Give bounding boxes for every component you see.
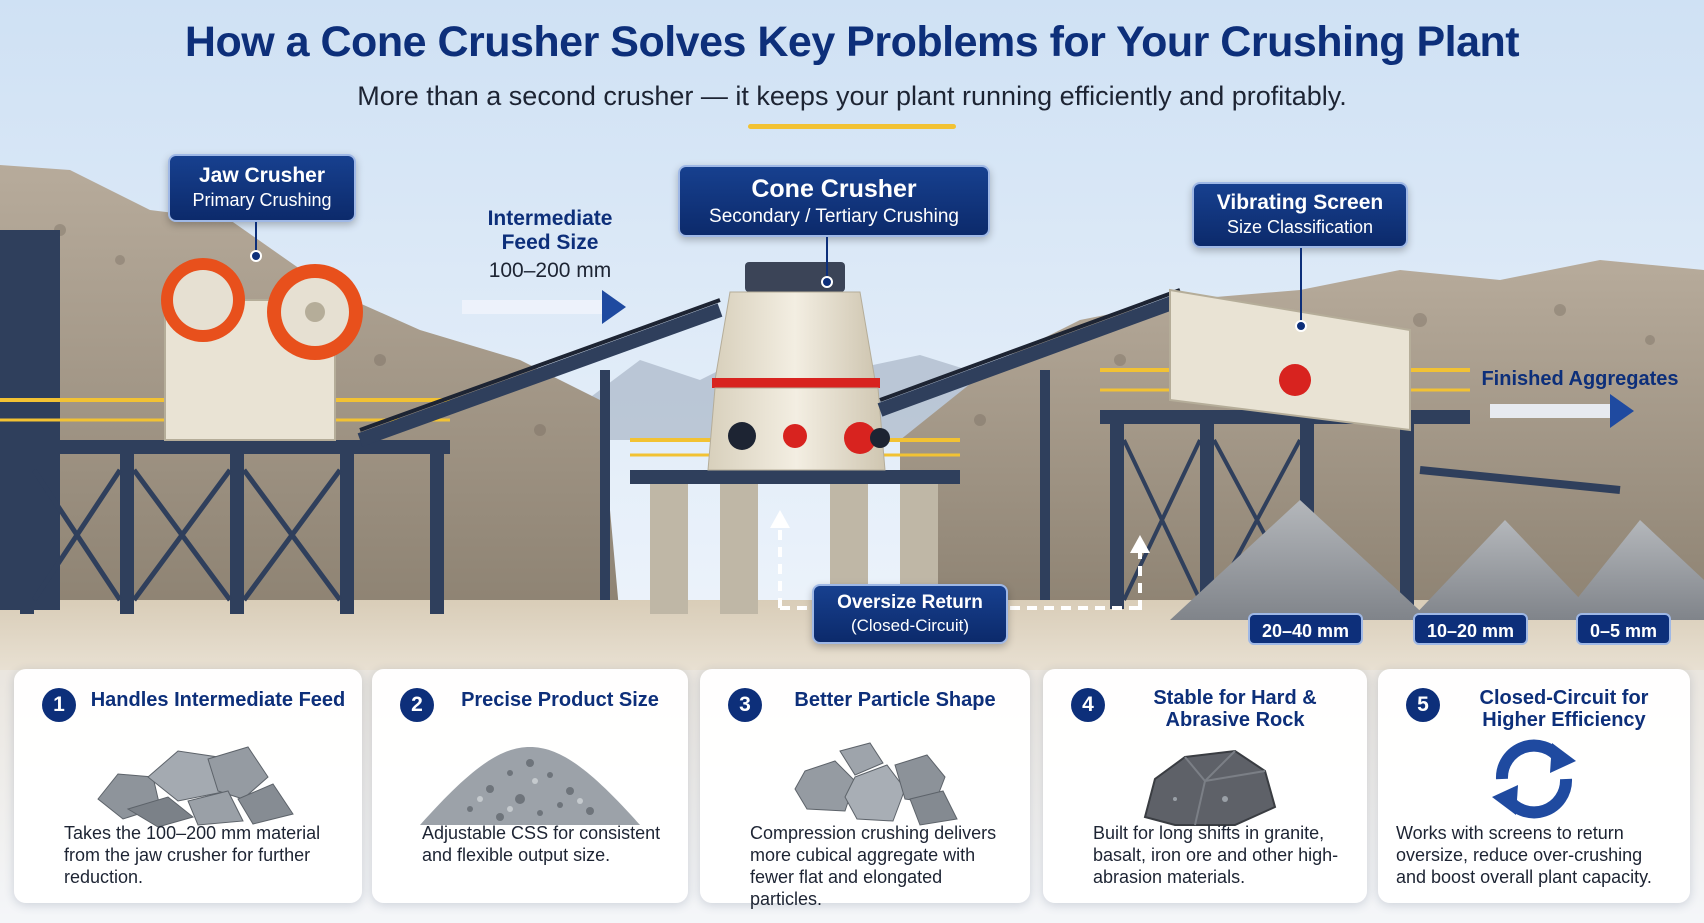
vibrating-screen-callout: Vibrating Screen Size Classification	[1192, 182, 1408, 248]
finished-aggregates-label: Finished Aggregates	[1481, 368, 1679, 390]
feed-flow-arrow	[462, 300, 602, 314]
card-number: 5	[1406, 688, 1440, 722]
card-number: 3	[728, 688, 762, 722]
card-title: Better Particle Shape	[794, 689, 996, 711]
feature-card-4: 4 Stable for Hard & Abrasive Rock Built …	[1043, 669, 1367, 903]
feature-cards: 1 Handles Intermediate Feed Takes the 10…	[14, 669, 1690, 909]
title-accent-line	[748, 124, 956, 129]
feed-label-line-1: Intermediate	[487, 207, 613, 230]
card-description: Compression crushing delivers more cubic…	[750, 823, 997, 909]
cone-pointer-dot	[821, 276, 833, 288]
callout-subtitle: Size Classification	[1226, 217, 1374, 237]
size-badge-20-40: 20–40 mm	[1248, 613, 1364, 645]
feed-arrowhead-icon	[602, 290, 626, 324]
card-description: Built for long shifts in granite, basalt…	[1093, 823, 1339, 887]
callout-title: Oversize Return	[837, 592, 983, 613]
refresh-cycle-icon	[1492, 739, 1576, 819]
jaw-crusher-callout: Jaw Crusher Primary Crushing	[168, 154, 356, 222]
intermediate-feed-label: Intermediate Feed Size 100–200 mm	[470, 207, 630, 283]
card-title: Precise Product Size	[461, 689, 659, 711]
callout-title: Vibrating Screen	[1216, 191, 1384, 214]
page-subtitle: More than a second crusher — it keeps yo…	[357, 81, 1347, 111]
vibrating-screen-machine	[1100, 288, 1621, 609]
oversize-return-callout: Oversize Return (Closed-Circuit)	[812, 584, 1008, 644]
callout-subtitle: Primary Crushing	[192, 190, 332, 210]
card-number: 1	[42, 688, 76, 722]
jaw-pointer-line	[255, 222, 257, 252]
cubical-rocks-icon	[794, 742, 958, 826]
feed-size-value: 100–200 mm	[488, 259, 612, 282]
gravel-pile-icon	[420, 747, 640, 825]
page-header: How a Cone Crusher Solves Key Problems f…	[0, 18, 1704, 112]
feed-label-line-2: Feed Size	[501, 231, 599, 254]
cone-crusher-callout: Cone Crusher Secondary / Tertiary Crushi…	[678, 165, 990, 237]
screen-pointer-line	[1300, 248, 1302, 324]
aggregate-piles	[1170, 500, 1704, 620]
callout-subtitle: (Closed-Circuit)	[850, 616, 970, 635]
screen-conveyor	[877, 288, 1183, 600]
feature-card-5: 5 Closed-Circuit for Higher Efficiency W…	[1378, 669, 1690, 903]
feed-conveyor	[357, 298, 723, 600]
callout-title: Cone Crusher	[751, 175, 917, 203]
card-description: Adjustable CSS for consistent and flexib…	[422, 823, 661, 865]
cone-crusher-machine	[630, 262, 960, 614]
feature-card-1: 1 Handles Intermediate Feed Takes the 10…	[14, 669, 362, 903]
output-flow-arrow	[1490, 404, 1610, 418]
card-description: Takes the 100–200 mm material from the j…	[64, 823, 321, 887]
card-title: Handles Intermediate Feed	[90, 689, 346, 711]
callout-subtitle: Secondary / Tertiary Crushing	[709, 206, 959, 227]
size-badge-10-20: 10–20 mm	[1413, 613, 1529, 645]
card-number: 2	[400, 688, 434, 722]
output-arrowhead-icon	[1610, 394, 1634, 428]
card-description: Works with screens to return oversize, r…	[1396, 823, 1652, 887]
cone-pointer-line	[826, 237, 828, 279]
return-up-arrow-icon	[770, 510, 790, 528]
return-up-arrow-icon	[1130, 535, 1150, 553]
feature-card-3: 3 Better Particle Shape Compression crus…	[700, 669, 1030, 909]
callout-title: Jaw Crusher	[198, 164, 326, 187]
jaw-crusher-structure	[0, 230, 450, 614]
card-number: 4	[1071, 688, 1105, 722]
feature-card-2: 2 Precise Product Size Adjustable CSS fo…	[372, 669, 688, 903]
card-title: Closed-Circuit for Higher Efficiency	[1479, 687, 1649, 731]
page-title: How a Cone Crusher Solves Key Problems f…	[184, 18, 1520, 66]
size-badge-0-5: 0–5 mm	[1576, 613, 1672, 645]
large-rocks-icon	[97, 746, 294, 828]
hard-rock-icon	[1143, 749, 1277, 826]
jaw-pointer-dot	[250, 250, 262, 262]
screen-pointer-dot	[1295, 320, 1307, 332]
card-title: Stable for Hard & Abrasive Rock	[1153, 687, 1317, 731]
